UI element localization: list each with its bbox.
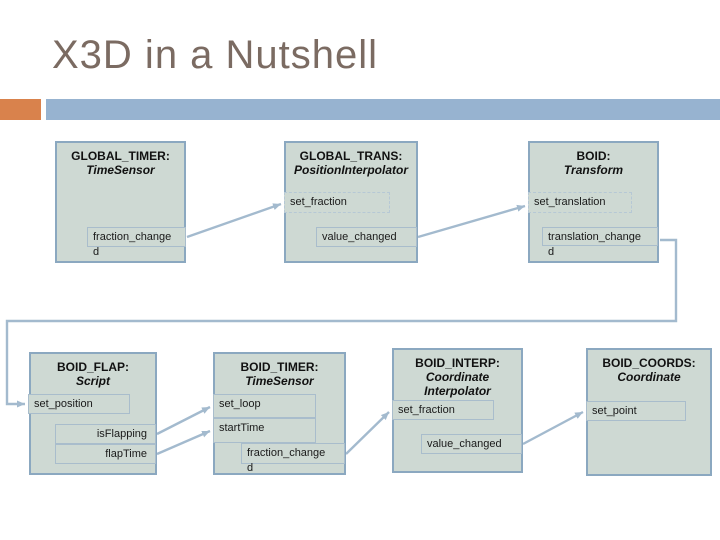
route-fractionchanged-to-setfraction <box>186 202 282 239</box>
node-name: GLOBAL_TIMER: <box>71 149 170 163</box>
port-set-fraction: set_fraction <box>284 192 390 213</box>
node-name: BOID_FLAP: <box>57 360 129 374</box>
port-flap-time: flapTime <box>55 444 156 464</box>
route-flaptime-to-starttime <box>156 429 211 456</box>
route-valuechanged-to-settranslation <box>417 204 526 239</box>
port-fraction-changed: fraction_change d <box>87 227 186 258</box>
node-title: BOID_FLAP: Script <box>31 354 155 388</box>
node-type: TimeSensor <box>86 163 155 177</box>
node-title: BOID_COORDS: Coordinate <box>588 350 710 384</box>
node-type: PositionInterpolator <box>294 163 408 177</box>
node-global-trans: GLOBAL_TRANS: PositionInterpolator set_f… <box>284 141 418 263</box>
port-set-fraction: set_fraction <box>392 400 494 420</box>
port-value-changed: value_changed <box>421 434 522 454</box>
route-fractionchanged-to-setfraction2 <box>345 411 390 455</box>
node-boid-flap: BOID_FLAP: Script set_position isFlappin… <box>28 352 157 475</box>
port-value-changed: value_changed <box>316 227 417 247</box>
port-set-point: set_point <box>586 401 686 421</box>
node-name: BOID_COORDS: <box>602 356 696 370</box>
node-type: Coordinate <box>617 370 681 384</box>
node-type: TimeSensor <box>245 374 314 388</box>
port-fraction-changed: fraction_change d <box>241 443 345 474</box>
node-name: BOID_TIMER: <box>240 360 319 374</box>
node-type: Coordinate Interpolator <box>424 370 491 398</box>
port-start-time: startTime <box>213 418 316 443</box>
node-name: BOID: <box>576 149 611 163</box>
port-translation-changed: translation_change d <box>542 227 658 258</box>
port-set-translation: set_translation <box>528 192 632 213</box>
node-boid: BOID: Transform set_translation translat… <box>528 141 659 263</box>
port-is-flapping: isFlapping <box>55 424 156 444</box>
node-title: BOID_INTERP: Coordinate Interpolator <box>394 350 521 398</box>
node-title: GLOBAL_TRANS: PositionInterpolator <box>286 143 416 177</box>
node-title: GLOBAL_TIMER: TimeSensor <box>57 143 184 177</box>
node-boid-timer: BOID_TIMER: TimeSensor set_loop startTim… <box>213 352 346 475</box>
port-set-loop: set_loop <box>213 394 316 418</box>
node-title: BOID_TIMER: TimeSensor <box>215 354 344 388</box>
node-name: GLOBAL_TRANS: <box>299 149 403 163</box>
accent-bar-blue <box>46 99 720 120</box>
node-type: Transform <box>563 163 624 177</box>
route-translationchanged-to-setposition <box>5 238 678 408</box>
accent-bar-orange <box>0 99 41 120</box>
port-set-position: set_position <box>28 394 130 414</box>
node-global-timer: GLOBAL_TIMER: TimeSensor fraction_change… <box>55 141 186 263</box>
route-isflapping-to-setloop <box>156 405 211 436</box>
node-type: Script <box>75 374 110 388</box>
route-valuechanged-to-setpoint <box>522 410 584 446</box>
node-boid-interp: BOID_INTERP: Coordinate Interpolator set… <box>392 348 523 473</box>
page-title: X3D in a Nutshell <box>52 33 379 77</box>
node-title: BOID: Transform <box>530 143 657 177</box>
node-name: BOID_INTERP: <box>415 356 500 370</box>
node-boid-coords: BOID_COORDS: Coordinate set_point <box>586 348 712 476</box>
